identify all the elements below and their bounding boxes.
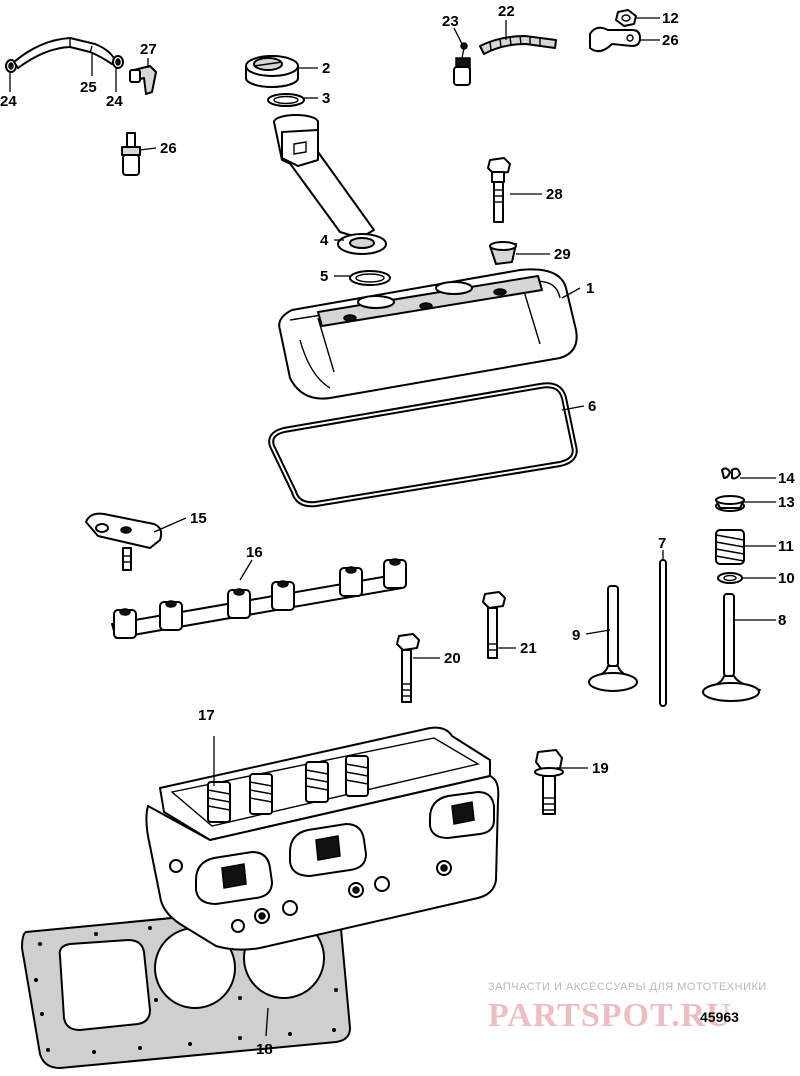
head-bolt-long[interactable] bbox=[482, 591, 506, 659]
intake-valve[interactable] bbox=[588, 585, 638, 692]
head-bolt-short[interactable] bbox=[396, 633, 420, 703]
watermark: ЗАПЧАСТИ И АКСЕССУАРЫ ДЛЯ МОТОТЕХНИКИ PA… bbox=[488, 981, 767, 1034]
installed-valve-springs bbox=[207, 755, 369, 823]
callout-15: 15 bbox=[190, 510, 207, 527]
valve-keeper[interactable] bbox=[721, 467, 741, 480]
push-rod[interactable] bbox=[659, 559, 667, 707]
rocker-arm-cover[interactable] bbox=[278, 268, 578, 400]
valve-spring[interactable] bbox=[715, 529, 745, 565]
callout-26-right: 26 bbox=[662, 32, 679, 49]
cover-stud[interactable] bbox=[487, 157, 511, 223]
hose-clamp-right[interactable] bbox=[112, 55, 124, 69]
callout-22: 22 bbox=[498, 3, 515, 20]
callout-20: 20 bbox=[444, 650, 461, 667]
callout-labels: 1 2 3 4 5 6 7 8 9 10 11 12 13 14 15 16 1… bbox=[0, 3, 795, 1058]
head-bolt-flanged[interactable] bbox=[534, 749, 564, 815]
callout-13: 13 bbox=[778, 494, 795, 511]
exhaust-valve[interactable] bbox=[702, 593, 761, 702]
callout-10: 10 bbox=[778, 570, 795, 587]
callout-2: 2 bbox=[322, 60, 330, 77]
diagram-reference-number: 45963 bbox=[700, 1009, 739, 1025]
rocker-arm[interactable] bbox=[85, 512, 163, 571]
callout-17: 17 bbox=[198, 707, 215, 724]
watermark-logo: PARTSPOT.RU bbox=[488, 997, 732, 1034]
leader-lines bbox=[9, 17, 776, 1037]
pcv-elbow-fitting[interactable] bbox=[129, 65, 157, 95]
oil-fill-assembly bbox=[245, 55, 391, 286]
pcv-hose[interactable] bbox=[13, 37, 116, 69]
callout-11: 11 bbox=[778, 538, 794, 555]
callout-25: 25 bbox=[80, 79, 97, 96]
watermark-tagline: ЗАПЧАСТИ И АКСЕССУАРЫ ДЛЯ МОТОТЕХНИКИ bbox=[488, 981, 767, 993]
callout-29: 29 bbox=[554, 246, 571, 263]
callout-27: 27 bbox=[140, 41, 157, 58]
stud-grommet[interactable] bbox=[489, 241, 517, 265]
callout-26-left: 26 bbox=[160, 140, 177, 157]
push-rod-guide-plate[interactable] bbox=[111, 558, 407, 639]
oil-fill-tube[interactable] bbox=[273, 114, 387, 255]
callout-5: 5 bbox=[320, 268, 328, 285]
callout-3: 3 bbox=[322, 90, 330, 107]
cylinder-head[interactable] bbox=[145, 726, 500, 951]
hose-fitting-left[interactable] bbox=[121, 132, 141, 176]
callout-23: 23 bbox=[442, 13, 459, 30]
callout-12: 12 bbox=[662, 10, 679, 27]
vent-hose[interactable] bbox=[479, 35, 557, 55]
vent-hose-assembly bbox=[453, 9, 641, 86]
callout-8: 8 bbox=[778, 612, 786, 629]
hex-nut[interactable] bbox=[615, 9, 637, 27]
callout-28: 28 bbox=[546, 186, 563, 203]
cap-o-ring[interactable] bbox=[267, 93, 305, 107]
callout-1: 1 bbox=[586, 280, 594, 297]
vent-fitting[interactable] bbox=[453, 42, 471, 86]
pcv-hose-assembly bbox=[5, 37, 157, 176]
valve-spring-retainer[interactable] bbox=[715, 495, 745, 512]
callout-21: 21 bbox=[520, 640, 537, 657]
callout-6: 6 bbox=[588, 398, 596, 415]
callout-16: 16 bbox=[246, 544, 263, 561]
valve-spring-shim[interactable] bbox=[717, 572, 743, 584]
callout-7: 7 bbox=[658, 535, 666, 552]
oil-fill-cap[interactable] bbox=[245, 55, 299, 88]
callout-24-left: 24 bbox=[0, 93, 17, 110]
callout-14: 14 bbox=[778, 470, 795, 487]
callout-24-right: 24 bbox=[106, 93, 123, 110]
callout-9: 9 bbox=[572, 627, 580, 644]
rocker-cover-gasket[interactable] bbox=[268, 382, 578, 508]
callout-18: 18 bbox=[256, 1041, 273, 1058]
tube-o-ring[interactable] bbox=[349, 270, 391, 286]
callout-19: 19 bbox=[592, 760, 609, 777]
hose-clip[interactable] bbox=[589, 26, 641, 53]
callout-4: 4 bbox=[320, 232, 329, 249]
